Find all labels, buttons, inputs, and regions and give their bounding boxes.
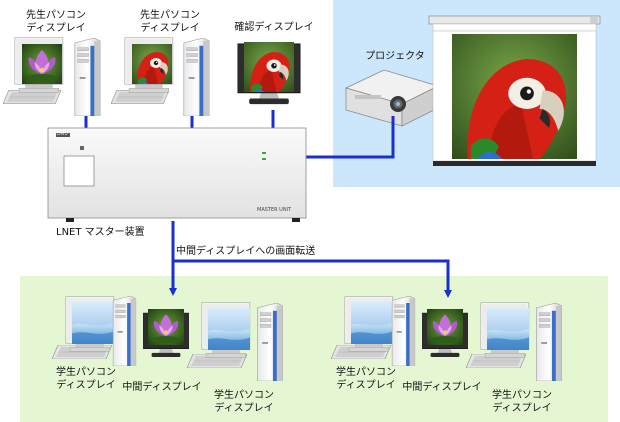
confirm-display — [237, 42, 301, 105]
teacher-pc-1 — [3, 37, 101, 116]
right-middle-display-label: 中間ディスプレイ — [402, 382, 482, 393]
lnet-master-unit — [47, 127, 307, 222]
projector-label: プロジェクタ — [365, 51, 425, 62]
left-student-pc-1-label: 学生パソコン ディスプレイ — [56, 367, 116, 391]
cables — [84, 110, 452, 298]
right-student-pc-2-label: 学生パソコン ディスプレイ — [492, 390, 552, 414]
transfer-label: 中間ディスプレイへの画面転送 — [176, 246, 316, 257]
teacher-pc-2-label: 先生パソコン ディスプレイ — [140, 10, 200, 34]
projection-screen-icon — [428, 15, 601, 166]
left-middle-display-label: 中間ディスプレイ — [122, 382, 202, 393]
master-unit-label: LNET マスター装置 — [56, 227, 145, 238]
confirm-display-label: 確認ディスプレイ — [234, 22, 314, 33]
master-unit-brand: LAVO — [57, 131, 68, 136]
master-unit-model: MASTER UNIT — [257, 207, 292, 213]
projector-icon — [344, 69, 440, 127]
teacher-pc-1-label: 先生パソコン ディスプレイ — [26, 10, 86, 34]
right-student-pc-1-label: 学生パソコン ディスプレイ — [336, 367, 396, 391]
left-student-pc-2-label: 学生パソコン ディスプレイ — [214, 390, 274, 414]
teacher-pc-2 — [111, 37, 210, 116]
